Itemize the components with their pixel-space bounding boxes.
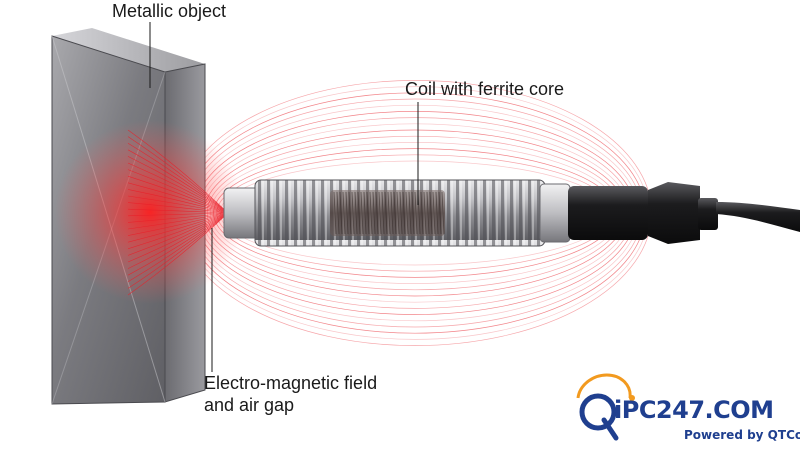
field-line [127,212,229,269]
field-line [127,212,229,283]
field-line [127,162,229,214]
field-label: Electro-magnetic field and air gap [204,372,377,416]
field-line [127,208,229,214]
field-label-line2: and air gap [204,395,295,415]
coil-winding [438,191,442,235]
coil-winding [426,191,430,235]
coil-winding [372,191,376,235]
coil-winding [405,191,409,235]
field-line [127,182,229,214]
coil-winding [360,191,364,235]
brand-name: iPC247.COM [614,396,774,424]
coil-winding [354,191,358,235]
field-line [127,212,229,256]
coil-winding [387,191,391,235]
coil-winding [396,191,400,235]
coil-winding [420,191,424,235]
coil-winding [432,191,436,235]
coil-winding [357,191,361,235]
field-line [127,202,229,214]
field-line [127,136,229,214]
field-line [127,175,229,214]
coil-winding [399,191,403,235]
coil-winding [342,191,346,235]
field-line [127,129,229,214]
brand-tagline: Powered by QTCo [684,428,800,442]
field-line [127,212,229,250]
field-line [127,149,229,214]
field-line [127,212,229,223]
coil-winding [375,191,379,235]
coil-winding [411,191,415,235]
coil-winding [363,191,367,235]
coil-winding [369,191,373,235]
field-line [127,212,229,289]
metallic-object-label: Metallic object [112,1,227,21]
coil-winding [429,191,433,235]
field-line [127,142,229,214]
coil-winding [408,191,412,235]
coil-winding [366,191,370,235]
coil-winding [348,191,352,235]
coil-winding [402,191,406,235]
sensor-body [223,179,800,247]
field-line [127,189,229,214]
field-line [127,212,229,236]
coil-winding [336,191,340,235]
field-line [127,212,229,230]
coil-winding [390,191,394,235]
sensor-cable [716,202,800,232]
field-glow [55,120,245,304]
field-line [127,156,229,214]
field-line [127,212,229,276]
field-line [127,169,229,214]
field-line [127,212,229,296]
coil-winding [351,191,355,235]
coil-winding [333,191,337,235]
coil-winding [339,191,343,235]
coil-winding [345,191,349,235]
coil-winding [381,191,385,235]
field-line [127,212,229,263]
electromagnetic-field-beam [127,129,229,296]
qtco-logo-mark [576,373,635,441]
field-line [127,212,229,243]
coil-winding [393,191,397,235]
coil-winding [384,191,388,235]
field-line [127,195,229,214]
coil-winding [414,191,418,235]
coil-winding [435,191,439,235]
field-label-line1: Electro-magnetic field [204,373,378,393]
connector-housing [568,186,648,240]
coil-winding [423,191,427,235]
coil-winding [378,191,382,235]
coil-label: Coil with ferrite core [405,79,565,99]
coil-windings [333,191,445,235]
coil-winding [441,191,445,235]
field-line [127,212,229,217]
